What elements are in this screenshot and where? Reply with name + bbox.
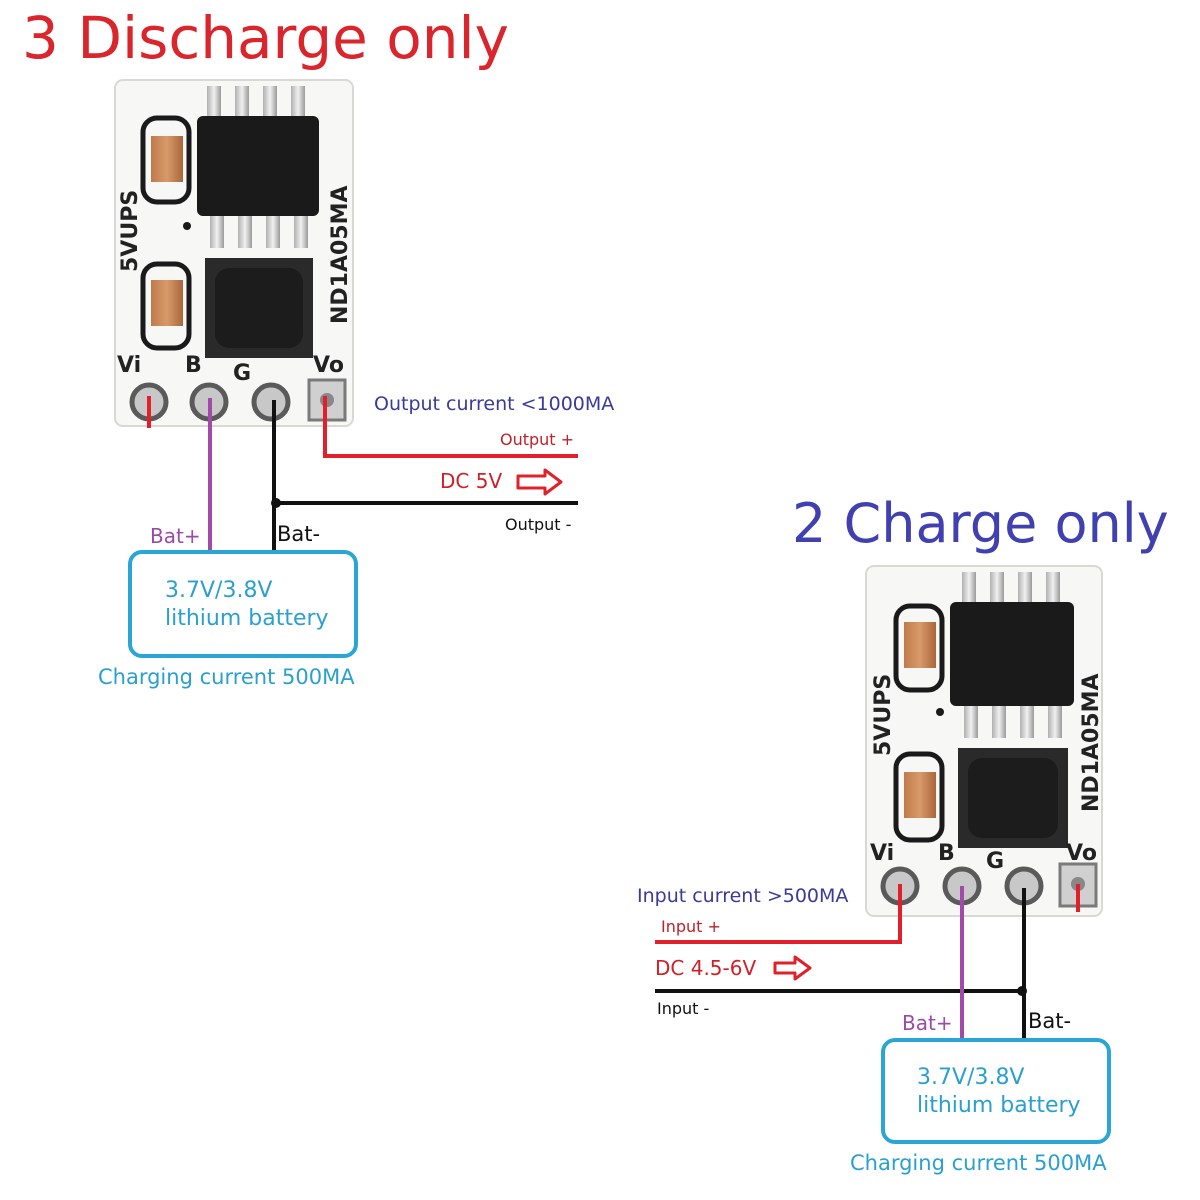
capacitor-outline	[893, 603, 945, 693]
pin-label-b: B	[185, 353, 202, 378]
charge-section: 2 Charge only 5VUPS ND1A05MA Vi B G Vo	[637, 492, 1169, 1175]
discharge-title: 3 Discharge only	[22, 4, 509, 72]
capacitor	[151, 280, 183, 326]
bat-plus-label: Bat+	[150, 524, 201, 548]
input-minus-label: Input -	[657, 999, 709, 1018]
junction-dot	[271, 498, 281, 508]
charge-title: 2 Charge only	[792, 492, 1169, 555]
capacitor-outline	[140, 115, 192, 205]
pin-label-vi: Vi	[870, 841, 894, 866]
ic-pin	[1048, 706, 1062, 738]
ic-pin	[266, 216, 280, 248]
battery-type: lithium battery	[917, 1093, 1081, 1118]
silk-5vups: 5VUPS	[871, 674, 896, 756]
battery-type: lithium battery	[165, 606, 329, 631]
pad-g	[251, 382, 291, 422]
inductor	[968, 758, 1058, 838]
pin-label-vo: Vo	[1066, 841, 1097, 866]
ic-pin	[207, 86, 221, 118]
battery-voltage: 3.7V/3.8V	[165, 578, 273, 603]
bat-minus-label: Bat-	[277, 522, 320, 546]
input-plus-label: Input +	[661, 917, 721, 936]
ic-pin	[291, 86, 305, 118]
battery-voltage: 3.7V/3.8V	[917, 1065, 1025, 1090]
wire-output-plus	[323, 396, 578, 458]
pin1-dot	[183, 222, 191, 230]
ic-pin	[210, 216, 224, 248]
capacitor	[904, 772, 936, 818]
pin-label-vi: Vi	[117, 353, 141, 378]
pin-label-g: G	[986, 849, 1004, 874]
ic-pin	[990, 572, 1004, 604]
arrow-right-icon	[773, 955, 812, 981]
pin-label-g: G	[233, 361, 251, 386]
ic-pin	[1018, 572, 1032, 604]
arrow-right-icon	[516, 468, 563, 496]
output-minus-label: Output -	[505, 515, 571, 534]
module-board: 5VUPS ND1A05MA Vi B G Vo	[114, 79, 354, 427]
ic-pin	[1020, 706, 1034, 738]
voltage-label: DC 4.5-6V	[655, 956, 756, 980]
ic-pin	[263, 86, 277, 118]
silk-5vups: 5VUPS	[118, 190, 143, 272]
bat-plus-label: Bat+	[902, 1011, 953, 1035]
ic-pin	[964, 706, 978, 738]
capacitor-outline	[893, 751, 945, 843]
ic-chip	[197, 116, 319, 216]
battery-box	[881, 1038, 1111, 1144]
discharge-section: 3 Discharge only	[22, 4, 614, 689]
ic-chip	[950, 602, 1074, 706]
voltage-label: DC 5V	[440, 469, 502, 493]
capacitor-outline	[140, 261, 192, 351]
bat-minus-label: Bat-	[1028, 1009, 1071, 1033]
ic-pin	[235, 86, 249, 118]
battery-box	[128, 550, 358, 658]
ic-pin	[294, 216, 308, 248]
charging-current-note: Charging current 500MA	[98, 665, 355, 689]
pin-label-vo: Vo	[313, 353, 344, 378]
capacitor	[904, 622, 936, 668]
charging-current-note: Charging current 500MA	[850, 1151, 1107, 1175]
wire-input-plus	[655, 884, 902, 944]
junction-dot	[1017, 986, 1027, 996]
pin1-dot	[936, 708, 944, 716]
input-current-note: Input current >500MA	[637, 885, 848, 907]
silk-part: ND1A05MA	[328, 185, 353, 324]
ic-pin	[1046, 572, 1060, 604]
module-board: 5VUPS ND1A05MA Vi B G Vo	[865, 565, 1104, 917]
output-current-note: Output current <1000MA	[374, 393, 614, 415]
capacitor	[151, 136, 183, 182]
ic-pin	[962, 572, 976, 604]
inductor	[215, 268, 303, 348]
ic-pin	[992, 706, 1006, 738]
ic-pin	[238, 216, 252, 248]
pin-label-b: B	[938, 841, 955, 866]
silk-part: ND1A05MA	[1079, 673, 1104, 812]
output-plus-label: Output +	[500, 430, 574, 449]
